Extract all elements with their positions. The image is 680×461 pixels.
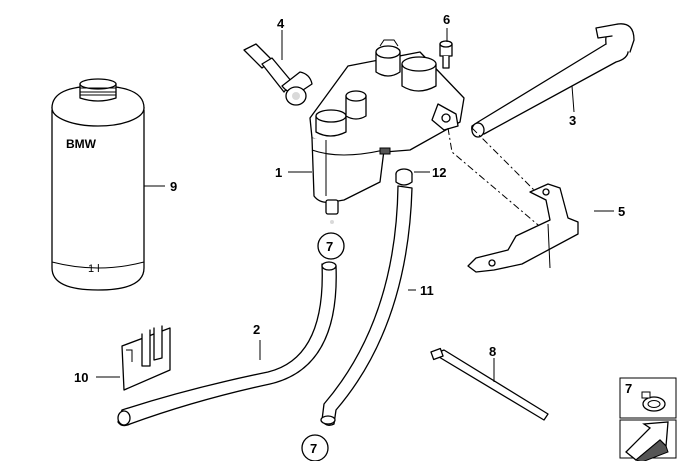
label-12: 12 <box>432 165 446 180</box>
arrow-icon <box>625 421 669 461</box>
label-9: 9 <box>170 179 177 194</box>
clamp-icon <box>641 391 666 412</box>
svg-text:7: 7 <box>310 441 317 456</box>
circle-ref-7-bottom: 7 <box>301 434 329 461</box>
label-1: 1 <box>275 165 282 180</box>
label-5: 5 <box>618 204 625 219</box>
hose-2 <box>117 261 337 427</box>
label-10: 10 <box>74 370 88 385</box>
curved-pipe <box>471 23 635 138</box>
holder-clip <box>121 325 171 391</box>
reservoir-valve-block <box>309 39 465 224</box>
label-11: 11 <box>420 283 434 298</box>
hose-11 <box>320 185 413 426</box>
canister-volume-text: 1 l <box>88 263 100 275</box>
fluid-canister: BMW 1 l <box>51 78 145 291</box>
circle-ref-7-top: 7 <box>317 232 345 260</box>
label-2: 2 <box>253 322 260 337</box>
label-4: 4 <box>277 16 285 31</box>
label-8: 8 <box>489 344 496 359</box>
mounting-bracket <box>467 183 579 273</box>
label-3: 3 <box>569 113 576 128</box>
canister-brand-text: BMW <box>66 137 97 151</box>
legend-box: 7 <box>619 377 677 461</box>
cable-tie <box>430 347 549 421</box>
legend-item-number: 7 <box>625 381 632 396</box>
sensor-connector <box>243 43 313 106</box>
bolt <box>439 40 453 69</box>
svg-text:7: 7 <box>326 239 333 254</box>
hose-clamp <box>395 168 413 186</box>
label-6: 6 <box>443 12 450 27</box>
